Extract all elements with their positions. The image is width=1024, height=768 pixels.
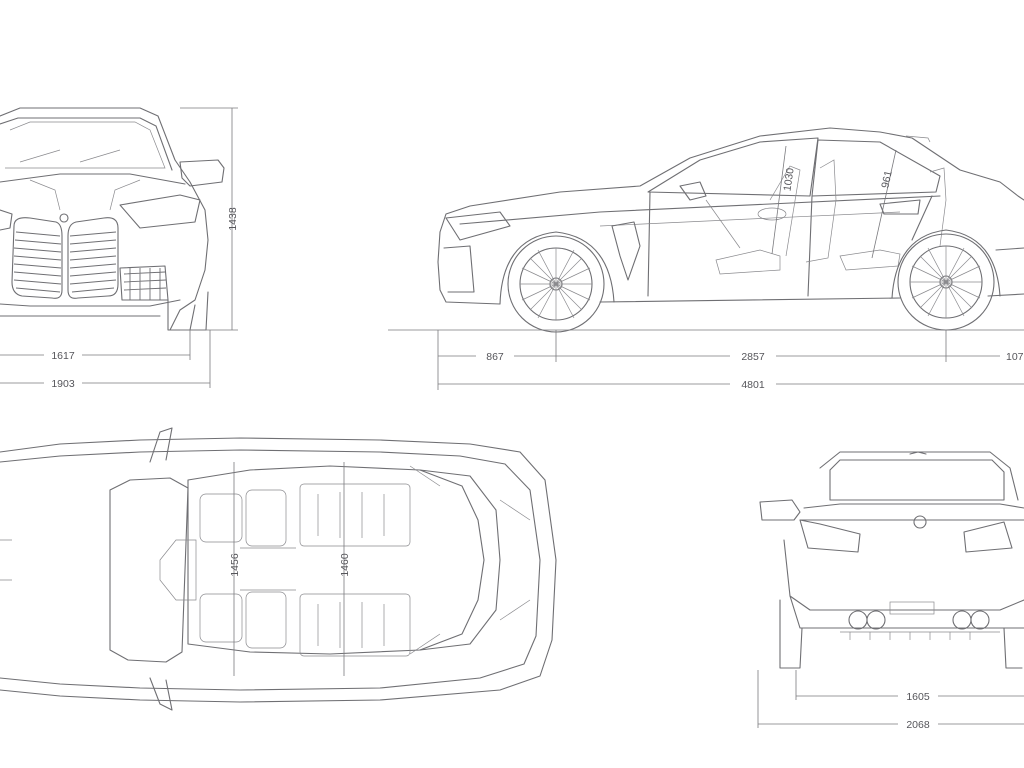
top-view [0,427,557,711]
exhaust-tips [848,610,990,630]
license-plate-area [889,601,935,615]
rear-badge-icon [913,515,927,529]
side-view-dimensions: 867 2857 107 4801 [388,329,1024,391]
side-view [437,127,1024,333]
rear-width-label: 2068 [906,719,930,731]
rear-window [829,459,1005,501]
wheelbase-label: 2857 [741,351,765,363]
rear-view-dimensions: 1605 2068 [757,670,1024,731]
overall-length-label: 4801 [741,379,765,391]
top-right-mirror [149,677,173,711]
rear-overhang-label: 107 [1006,351,1024,363]
front-height-label: 1438 [227,207,239,231]
rear-shoulder-width-label: 1460 [339,553,351,577]
side-cabin-dimensions: 1030 961 [771,145,897,259]
front-view-dimensions: 1438 1617 1903 [0,107,239,390]
front-cabin-height-label: 1030 [781,167,796,192]
rear-track-label: 1605 [906,691,930,703]
front-kidney-grille [11,217,119,299]
top-left-mirror [149,427,173,463]
side-front-wheel [499,231,615,333]
front-badge-icon [59,213,69,223]
front-width-label: 1903 [51,378,75,390]
top-view-seats [159,483,411,657]
front-door-window [647,137,819,197]
front-view [0,107,225,331]
rear-view [759,451,1024,669]
front-overhang-label: 867 [486,351,504,363]
top-view-dimensions: 1456 1460 [229,462,351,676]
front-shoulder-width-label: 1456 [229,553,241,577]
rear-cabin-height-label: 961 [879,169,894,189]
side-rear-wheel [891,229,1001,331]
front-track-label: 1617 [51,350,75,362]
rear-door-window [811,139,941,197]
